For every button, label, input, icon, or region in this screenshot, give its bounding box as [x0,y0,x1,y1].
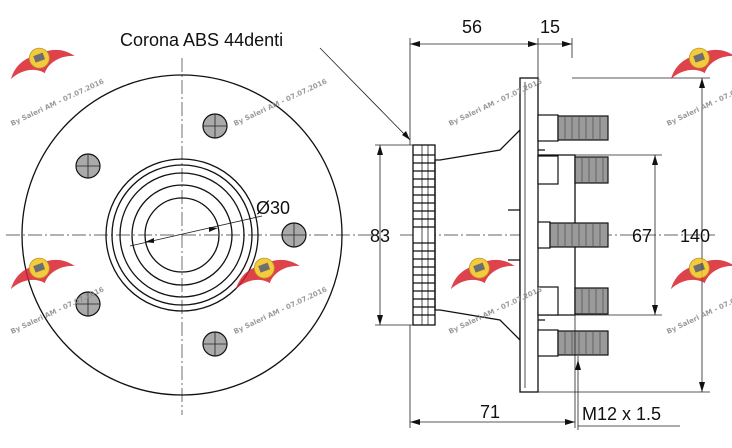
watermark-logo-1 [3,36,78,86]
bore-arrow-left [145,238,154,243]
bore-circle [144,197,220,273]
wheel-stud-4 [537,286,609,316]
wheel-stud-5 [537,329,609,357]
watermark-text-8: By Saleri AM - 07.07.2016 [665,285,732,335]
wheel-stud-2 [537,155,609,185]
abs-ring-leader [319,47,411,141]
bolt-holes [75,113,307,357]
wheel-stud-1 [537,114,609,142]
abs-ring-label: Corona ABS 44denti [120,30,283,50]
watermark-logo-5 [443,246,518,296]
thread-label: M12 x 1.5 [582,404,661,424]
watermark-logo-4 [228,246,303,296]
side-flange [519,77,539,393]
dimensions: 56 15 83 67 140 71 [370,17,710,430]
bore-diameter-label: Ø30 [256,198,290,218]
watermark-logo-3 [3,246,78,296]
hub-ring-4 [131,184,233,286]
wheel-studs [537,114,609,357]
abs-ring-leader-arrow [402,131,410,140]
dim-67-label: 67 [632,226,652,246]
dim-140-label: 140 [680,226,710,246]
front-view: Ø30 [6,58,372,415]
wheel-stud-3 [537,221,609,249]
watermark-text-6: By Saleri AM - 07.07.2016 [232,285,328,335]
watermarks: By Saleri AM - 07.07.2016 By Saleri AM -… [3,36,732,336]
side-view [400,77,715,393]
dim-56-label: 56 [462,17,482,37]
dim-15-label: 15 [540,17,560,37]
abs-tone-ring [412,144,436,326]
watermark-text-2: By Saleri AM - 07.07.2016 [232,77,328,127]
hub-ring-outer [105,158,259,312]
dim-71-label: 71 [480,402,500,422]
watermark-logo-6 [663,246,732,296]
flange-outline [21,74,343,396]
hub-ring-2 [111,164,253,306]
dim-83-label: 83 [370,226,390,246]
watermark-text-4: By Saleri AM - 07.07.2016 [665,77,732,127]
bore-arrow-right [209,227,218,232]
hub-ring-3 [119,172,245,298]
